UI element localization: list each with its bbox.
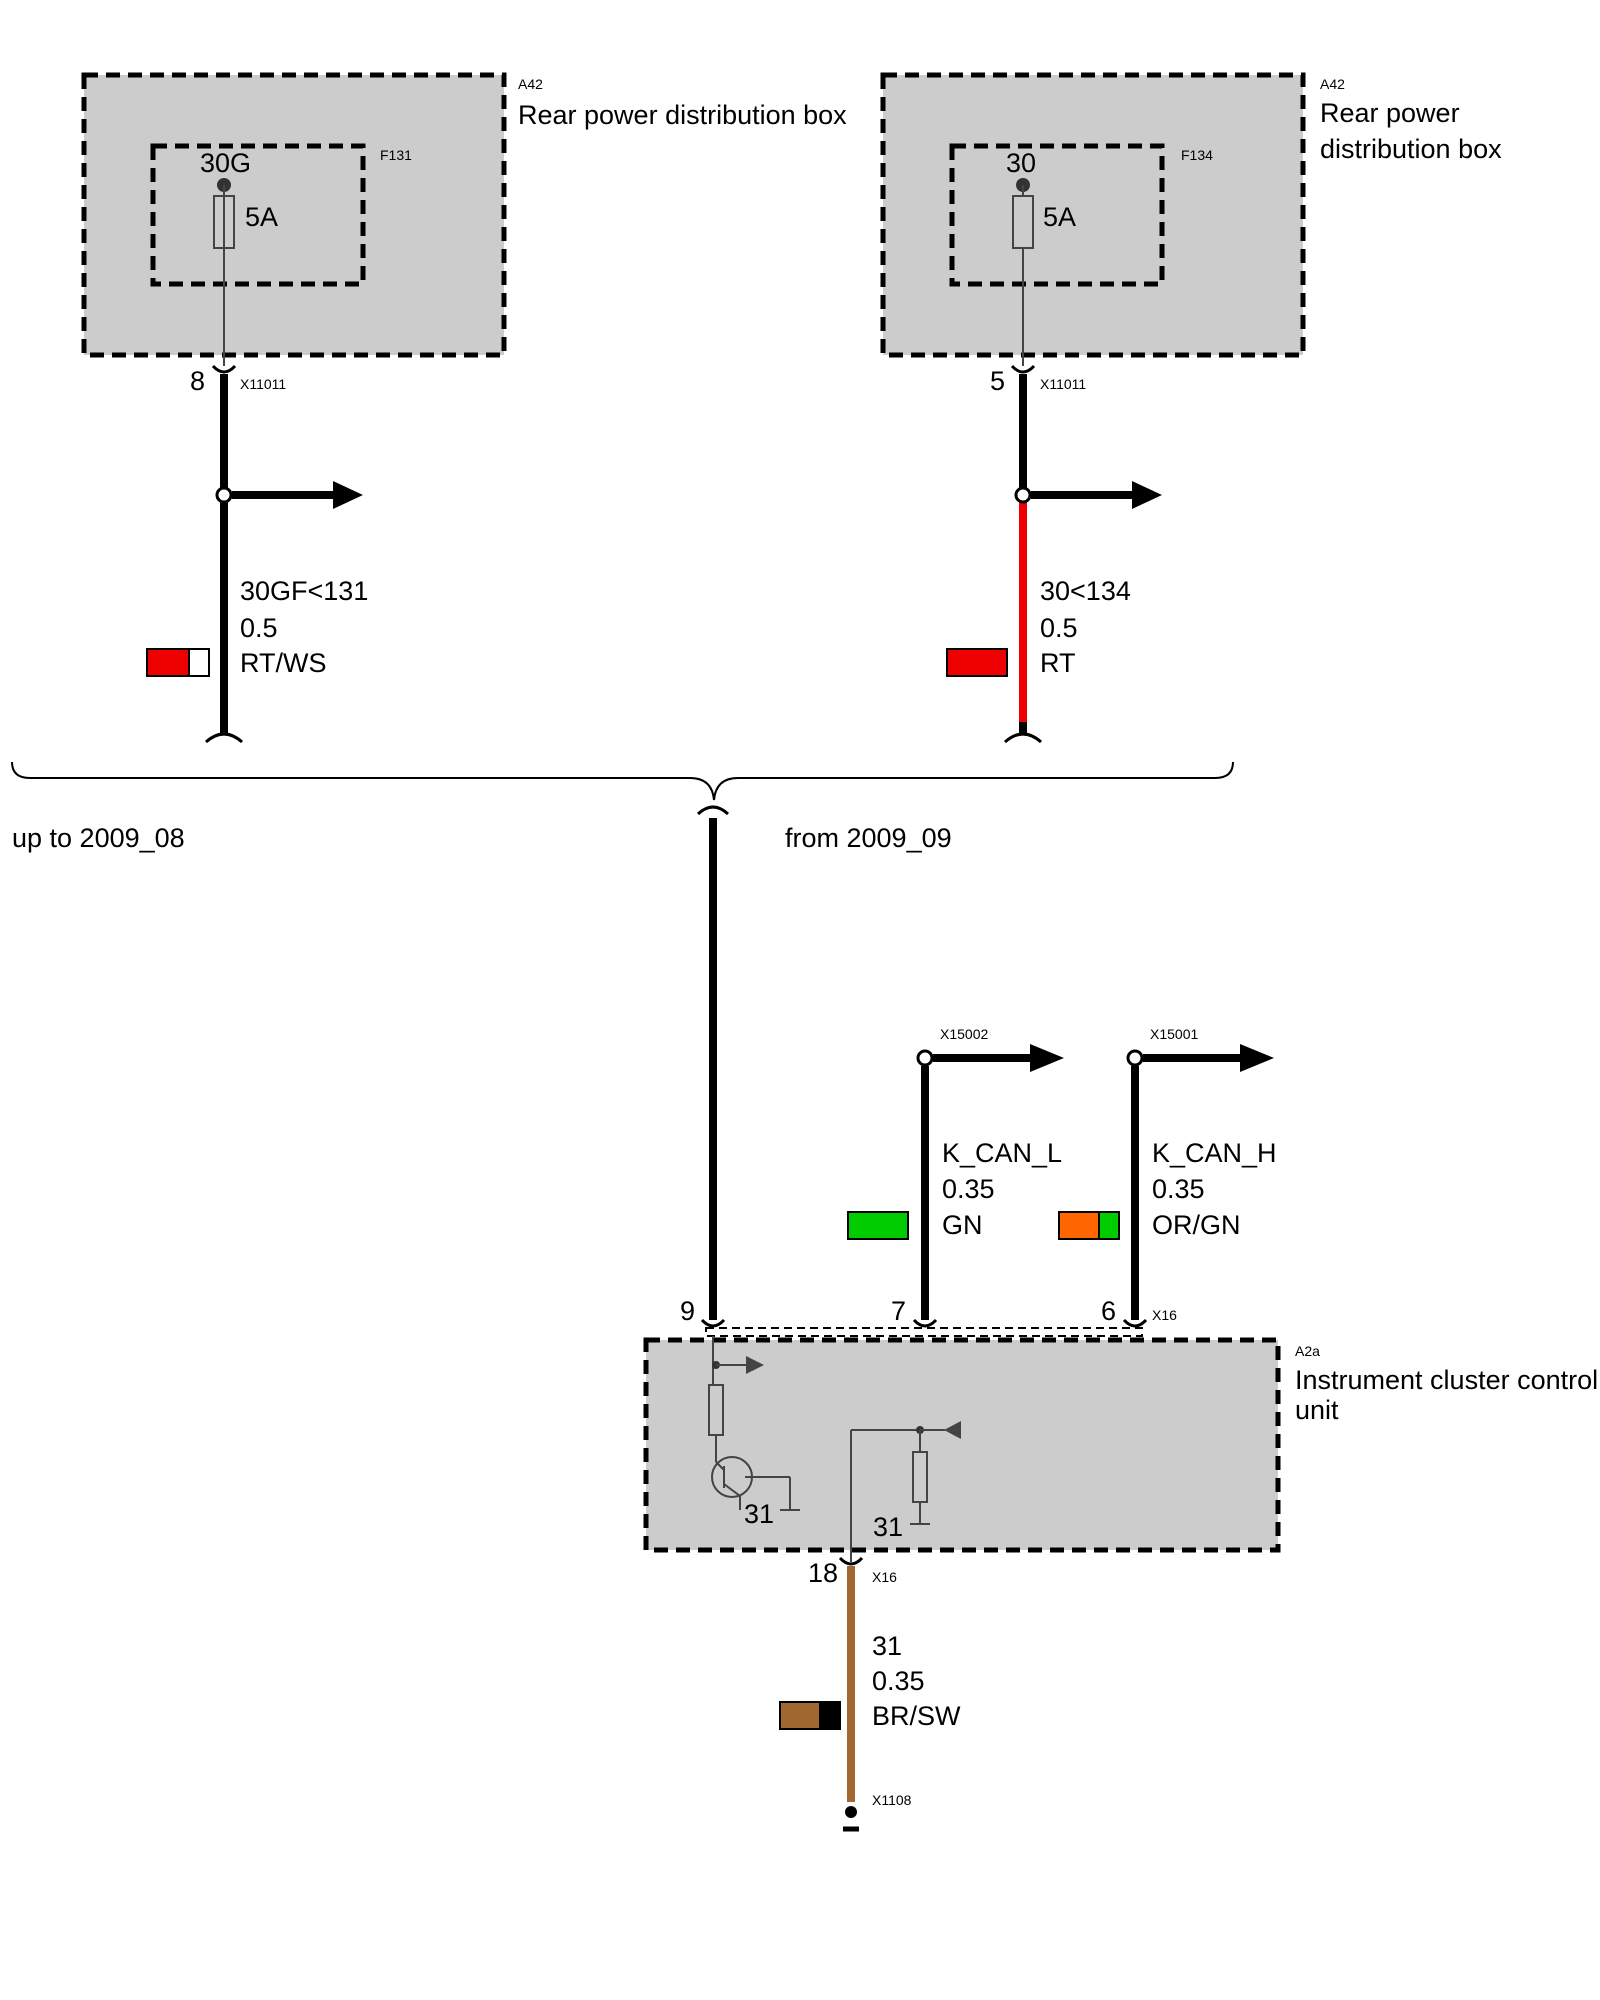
fuse-holder-f131 <box>150 143 366 287</box>
module-name-a2a-line1: Instrument cluster control <box>1295 1365 1598 1395</box>
pin-number-7: 7 <box>891 1296 906 1326</box>
connector-symbol <box>1004 732 1042 744</box>
connector-symbol <box>838 1556 864 1566</box>
pin-number-18: 18 <box>808 1558 838 1588</box>
wire-kcanl[interactable]: X15002 K_CAN_L 0.35 GN 7 <box>847 1026 1064 1328</box>
module-a2a[interactable]: A2a Instrument cluster control unit 31 <box>643 1336 1598 1562</box>
wire-signal-kcanl: K_CAN_L <box>942 1138 1062 1168</box>
wire-kcanh[interactable]: X15001 K_CAN_H 0.35 OR/GN 6 X16 <box>1058 1026 1277 1328</box>
connector-outline-x16 <box>705 1327 1143 1337</box>
wire-section-kcanl: 0.35 <box>942 1174 995 1204</box>
ground-terminal-dot <box>845 1806 857 1818</box>
wire-left[interactable]: 8 X11011 30GF<131 0.5 RT/WS <box>146 364 368 744</box>
splice-dot <box>1014 486 1032 504</box>
pin-number-right: 5 <box>990 366 1005 396</box>
arrow-right-icon <box>1240 1044 1274 1072</box>
pulldown-circuit <box>850 1421 961 1562</box>
wire-color-kcanl: GN <box>942 1210 983 1240</box>
wire-signal-kcanh: K_CAN_H <box>1152 1138 1277 1168</box>
fuse-rating-f131: 5A <box>245 202 278 232</box>
wire-section-kcanh: 0.35 <box>1152 1174 1205 1204</box>
arrow-right-icon <box>1132 481 1162 509</box>
connector-symbol <box>696 805 730 816</box>
color-swatch-right <box>946 648 1008 677</box>
color-swatch-ground <box>779 1701 841 1730</box>
module-code-a42-right: A42 <box>1320 76 1345 92</box>
arrow-left-icon <box>944 1421 961 1439</box>
connector-symbol <box>1010 364 1036 374</box>
color-swatch-kcanh <box>1058 1211 1120 1240</box>
connector-symbol <box>912 1318 938 1328</box>
pin-number-left: 8 <box>190 366 205 396</box>
connector-symbol <box>700 1318 726 1328</box>
module-name-a42-right-line2: distribution box <box>1320 134 1502 164</box>
wire-pin9[interactable]: 9 <box>680 818 726 1328</box>
internal-ground-right: 31 <box>873 1512 903 1542</box>
connector-name-x15002: X15002 <box>940 1026 988 1042</box>
pin-number-9: 9 <box>680 1296 695 1326</box>
wire-ground[interactable]: 18 X16 31 0.35 BR/SW X1108 <box>779 1556 961 1832</box>
wire-color-left: RT/WS <box>240 648 327 678</box>
wire-section-left: 0.5 <box>240 613 278 643</box>
module-name-a42-right-line1: Rear power <box>1320 98 1460 128</box>
connector-name-x16-top: X16 <box>1152 1307 1177 1323</box>
connector-name-right: X11011 <box>1040 376 1086 392</box>
fuse-terminal-f134: 30 <box>1006 148 1036 178</box>
variant-label-left: up to 2009_08 <box>12 823 185 853</box>
transistor-circuit <box>708 1336 800 1511</box>
wire-section-ground: 0.35 <box>872 1666 925 1696</box>
connector-name-x1108: X1108 <box>872 1792 912 1808</box>
wire-signal-ground: 31 <box>872 1631 902 1661</box>
variant-label-right: from 2009_09 <box>785 823 952 853</box>
wire-color-kcanh: OR/GN <box>1152 1210 1241 1240</box>
wire-color-right: RT <box>1040 648 1076 678</box>
color-swatch-kcanl <box>847 1211 909 1240</box>
fuse-holder-f134 <box>949 143 1165 287</box>
arrow-right-icon <box>746 1356 764 1374</box>
fuse-code-f131: F131 <box>380 147 412 163</box>
arrow-right-icon <box>1030 1044 1064 1072</box>
module-code-a42-left: A42 <box>518 76 543 92</box>
splice-dot <box>1126 1049 1144 1067</box>
module-name-a2a-line2: unit <box>1295 1395 1339 1425</box>
module-name-a42-left: Rear power distribution box <box>518 100 847 130</box>
fuse-code-f134: F134 <box>1181 147 1213 163</box>
wire-right[interactable]: 5 X11011 30<134 0.5 RT <box>946 364 1162 744</box>
arrow-right-icon <box>333 481 363 509</box>
module-code-a2a: A2a <box>1295 1343 1320 1359</box>
connector-name-x16-bottom: X16 <box>872 1569 897 1585</box>
variant-brace <box>11 761 1234 816</box>
fuse-rating-f134: 5A <box>1043 202 1076 232</box>
color-swatch-left <box>146 648 210 677</box>
pin-number-6: 6 <box>1101 1296 1116 1326</box>
wire-section-right: 0.5 <box>1040 613 1078 643</box>
wire-signal-right: 30<134 <box>1040 576 1131 606</box>
connector-symbol <box>211 364 237 374</box>
wire-color-ground: BR/SW <box>872 1701 961 1731</box>
connector-symbol <box>1122 1318 1148 1328</box>
fuse-terminal-f131: 30G <box>200 148 251 178</box>
connector-symbol <box>205 732 243 744</box>
module-a42-left[interactable]: A42 Rear power distribution box F131 30G… <box>81 72 847 366</box>
wire-signal-left: 30GF<131 <box>240 576 368 606</box>
module-a42-right[interactable]: A42 Rear power distribution box F134 30 … <box>880 72 1502 366</box>
connector-name-x15001: X15001 <box>1150 1026 1198 1042</box>
splice-dot <box>916 1049 934 1067</box>
internal-ground-left: 31 <box>744 1499 774 1529</box>
connector-name-left: X11011 <box>240 376 286 392</box>
splice-dot <box>215 486 233 504</box>
